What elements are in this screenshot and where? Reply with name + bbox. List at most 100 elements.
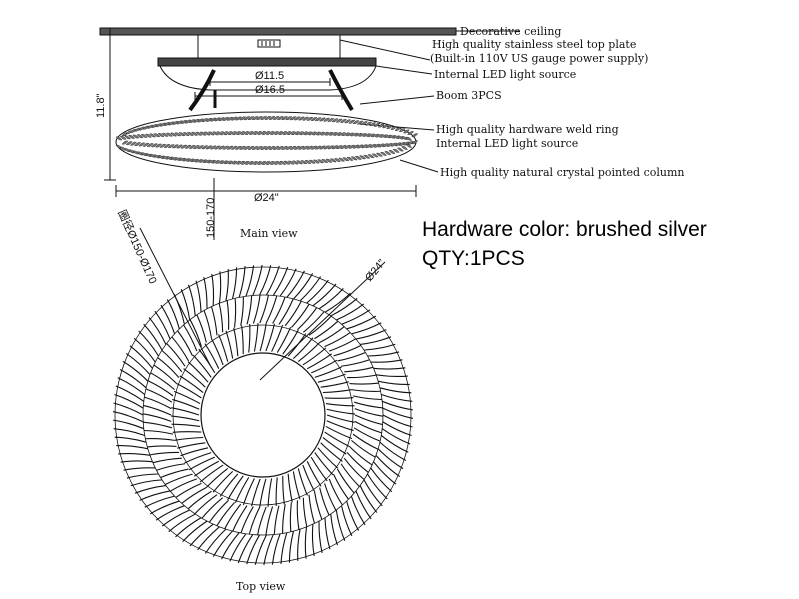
crystal-spike	[351, 322, 382, 335]
crystal-spike	[149, 500, 180, 515]
crystal-leaf	[115, 136, 123, 141]
callout-power-supply: (Built-in 110V US gauge power supply)	[430, 52, 649, 65]
crystal-spike	[147, 445, 177, 448]
crystal-spike	[355, 490, 372, 520]
crystal-spike	[265, 295, 278, 324]
crystal-spike	[171, 423, 201, 427]
crystal-leaf	[272, 146, 280, 150]
crystal-spike	[326, 414, 355, 423]
crystal-spike	[311, 524, 315, 557]
crystal-leaf	[289, 116, 297, 121]
crystal-leaf	[195, 158, 203, 163]
callout-led-source-top: Internal LED light source	[434, 68, 577, 81]
crystal-spike	[180, 447, 209, 457]
crystal-spike	[297, 307, 318, 331]
crystal-spike	[375, 374, 408, 378]
crystal-leaf	[386, 125, 393, 130]
crystal-spike	[302, 311, 325, 333]
crystal-spike	[324, 397, 354, 399]
crystal-spike	[208, 499, 229, 523]
crystal-leaf	[245, 161, 253, 165]
crystal-leaf	[411, 140, 419, 145]
crystal-spike	[240, 296, 244, 326]
crystal-spike	[375, 454, 401, 477]
crystal-leaf	[119, 135, 127, 140]
crystal-leaf	[262, 161, 270, 165]
crystal-leaf	[296, 160, 303, 165]
crystal-spike	[241, 325, 244, 355]
crystal-leaf	[166, 132, 173, 137]
crystal-leaf	[170, 132, 177, 137]
crystal-spike	[203, 277, 208, 309]
crystal-leaf	[346, 132, 354, 137]
crystal-spike	[187, 361, 209, 383]
crystal-leaf	[292, 160, 299, 165]
crystal-leaf	[151, 124, 158, 128]
crystal-leaf	[203, 131, 211, 136]
crystal-leaf	[384, 134, 392, 139]
crystal-spike	[229, 533, 247, 562]
crystal-leaf	[367, 133, 375, 138]
crystal-leaf	[384, 151, 392, 155]
crystal-spike	[227, 475, 244, 501]
crystal-spike	[240, 506, 254, 534]
crystal-spike	[225, 330, 234, 359]
crystal-leaf	[153, 154, 161, 159]
crystal-leaf	[327, 118, 335, 122]
crystal-spike	[373, 367, 406, 370]
crystal-leaf	[188, 119, 196, 124]
crystal-leaf	[214, 117, 221, 122]
crystal-leaf	[247, 146, 255, 150]
crystal-spike	[312, 283, 337, 307]
crystal-spike	[351, 389, 381, 392]
crystal-leaf	[256, 146, 263, 150]
crystal-leaf	[346, 156, 354, 161]
crystal-spike	[188, 456, 216, 471]
crystal-leaf	[151, 143, 158, 148]
crystal-spike	[292, 337, 314, 360]
crystal-spike	[168, 513, 196, 533]
crystal-leaf	[310, 117, 318, 121]
crystal-leaf	[275, 160, 282, 165]
crystal-leaf	[401, 136, 408, 140]
crystal-leaf	[340, 119, 347, 123]
crystal-spike	[381, 394, 413, 402]
crystal-leaf	[222, 145, 230, 150]
crystal-leaf	[233, 160, 240, 165]
crystal-leaf	[216, 131, 224, 136]
crystal-spike	[330, 297, 358, 317]
crystal-leaf	[197, 145, 204, 150]
crystal-leaf	[306, 116, 314, 121]
crystal-spike	[314, 366, 342, 378]
crystal-spike	[271, 533, 281, 565]
dim-outer-top: Ø24"	[363, 257, 388, 284]
crystal-spike	[314, 452, 334, 476]
crystal-spike	[144, 495, 175, 508]
crystal-leaf	[313, 159, 320, 164]
crystal-spike	[130, 479, 163, 487]
crystal-leaf	[134, 142, 141, 147]
crystal-leaf	[182, 132, 190, 136]
crystal-leaf	[212, 131, 219, 136]
crystal-spike	[378, 380, 410, 385]
crystal-spike	[292, 471, 301, 500]
crystal-leaf	[397, 135, 404, 140]
crystal-leaf	[376, 152, 383, 157]
crystal-leaf	[331, 145, 339, 150]
crystal-leaf	[220, 131, 228, 136]
crystal-spike	[324, 292, 351, 313]
crystal-spike	[192, 354, 212, 378]
crystal-spike	[257, 506, 267, 535]
crystal-leaf	[394, 127, 402, 131]
crystal-leaf	[125, 141, 133, 146]
crystal-spike	[302, 347, 327, 366]
crystal-leaf	[355, 132, 362, 137]
crystal-leaf	[277, 146, 284, 150]
crystal-leaf	[241, 160, 249, 165]
crystal-leaf	[187, 132, 194, 136]
crystal-spike	[288, 530, 295, 563]
crystal-spike	[113, 402, 144, 416]
crystal-leaf	[268, 146, 276, 150]
crystal-spike	[216, 502, 235, 527]
crystal-leaf	[159, 122, 167, 127]
